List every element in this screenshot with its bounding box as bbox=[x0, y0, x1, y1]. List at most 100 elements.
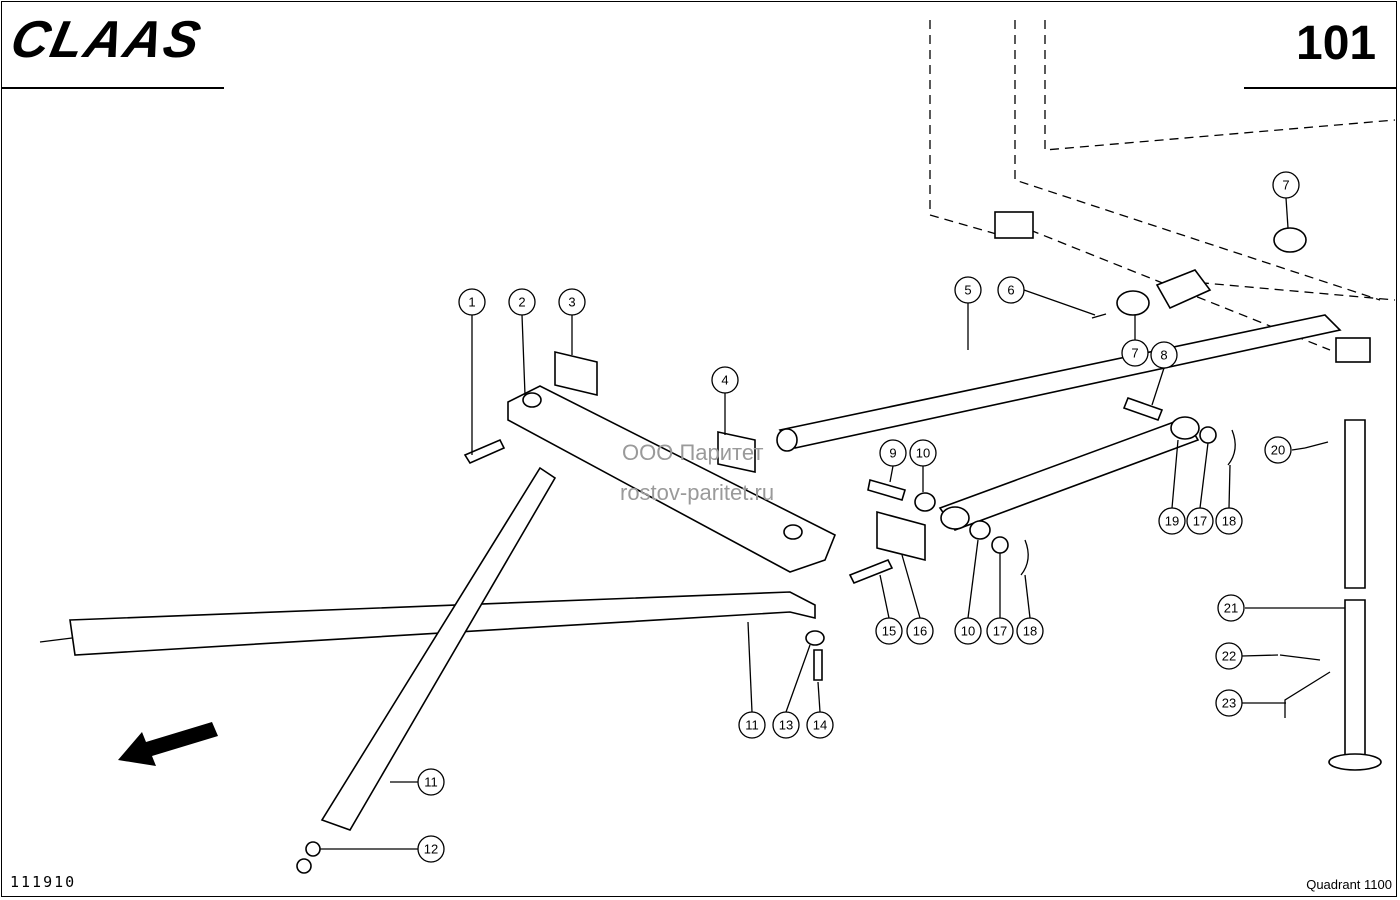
jack-stand-21-upper bbox=[1344, 419, 1366, 589]
nut-12-a bbox=[305, 841, 321, 857]
svg-text:22: 22 bbox=[1222, 649, 1236, 664]
drawbar-11-main bbox=[69, 591, 816, 656]
shaft-5-end bbox=[776, 428, 798, 452]
callout-23: 23 bbox=[1215, 689, 1243, 717]
callout-21: 21 bbox=[1217, 594, 1245, 622]
watermark-url: rostov-paritet.ru bbox=[620, 480, 775, 505]
clip-18-upper bbox=[1227, 429, 1236, 466]
svg-text:17: 17 bbox=[993, 624, 1007, 639]
callout-19: 19 bbox=[1158, 507, 1186, 535]
svg-text:10: 10 bbox=[916, 446, 930, 461]
svg-text:21: 21 bbox=[1224, 601, 1238, 616]
svg-text:8: 8 bbox=[1160, 348, 1167, 363]
clip-18-lower bbox=[1020, 539, 1029, 576]
svg-text:17: 17 bbox=[1193, 514, 1207, 529]
washer-17-upper bbox=[1199, 426, 1217, 444]
bolt-8 bbox=[1122, 396, 1164, 422]
svg-text:7: 7 bbox=[1131, 346, 1138, 361]
svg-text:23: 23 bbox=[1222, 696, 1236, 711]
plate-16 bbox=[876, 510, 926, 562]
svg-text:6: 6 bbox=[1007, 283, 1014, 298]
svg-text:7: 7 bbox=[1282, 178, 1289, 193]
machine-frame-outline bbox=[929, 20, 1396, 363]
svg-text:11: 11 bbox=[424, 775, 438, 790]
page-number: 101 bbox=[1296, 17, 1377, 70]
svg-text:5: 5 bbox=[964, 283, 971, 298]
header-rule-right bbox=[1244, 87, 1396, 89]
svg-text:18: 18 bbox=[1023, 624, 1037, 639]
travel-direction-arrow-icon bbox=[118, 722, 218, 766]
callout-2: 2 bbox=[508, 288, 536, 316]
crossbar-2-hole-left bbox=[522, 392, 542, 408]
callout-10-lower: 10 bbox=[954, 617, 982, 645]
frame-bracket-upper bbox=[994, 211, 1034, 239]
link-19-eye-left bbox=[940, 506, 970, 530]
callout-18-lower: 18 bbox=[1016, 617, 1044, 645]
svg-text:18: 18 bbox=[1222, 514, 1236, 529]
svg-text:10: 10 bbox=[961, 624, 975, 639]
callout-16: 16 bbox=[906, 617, 934, 645]
bushing-7-lower bbox=[1116, 290, 1150, 316]
washer-13 bbox=[805, 630, 825, 646]
bushing-7-upper bbox=[1273, 227, 1307, 253]
plate-3 bbox=[554, 350, 598, 397]
crossbar-2-hole-right bbox=[783, 524, 803, 540]
pin-20 bbox=[1304, 441, 1329, 449]
callout-14: 14 bbox=[806, 711, 834, 739]
bolt-1 bbox=[463, 438, 506, 465]
callout-18-upper: 18 bbox=[1215, 507, 1243, 535]
callout-17-lower: 17 bbox=[986, 617, 1014, 645]
frame-bracket-lower bbox=[1335, 337, 1371, 363]
drawbar-11-diagonal bbox=[320, 466, 557, 831]
link-19 bbox=[938, 417, 1200, 531]
callout-7-lower: 7 bbox=[1121, 339, 1149, 367]
callout-15: 15 bbox=[875, 617, 903, 645]
clip-22 bbox=[1279, 654, 1321, 661]
pin-6 bbox=[1091, 313, 1107, 319]
callout-8: 8 bbox=[1150, 341, 1178, 369]
svg-text:16: 16 bbox=[913, 624, 927, 639]
callout-5: 5 bbox=[954, 276, 982, 304]
washer-10-upper bbox=[914, 492, 936, 512]
callout-17-upper: 17 bbox=[1186, 507, 1214, 535]
svg-text:9: 9 bbox=[889, 446, 896, 461]
crank-23 bbox=[1284, 671, 1331, 718]
callout-7-upper: 7 bbox=[1272, 171, 1300, 199]
callout-10-upper: 10 bbox=[909, 439, 937, 467]
header-rule-left bbox=[2, 87, 224, 89]
svg-text:4: 4 bbox=[721, 373, 728, 388]
callout-9: 9 bbox=[879, 439, 907, 467]
bolt-14 bbox=[813, 649, 823, 681]
crossbar-2 bbox=[507, 385, 837, 573]
svg-text:14: 14 bbox=[813, 718, 827, 733]
svg-text:12: 12 bbox=[424, 842, 438, 857]
svg-text:19: 19 bbox=[1165, 514, 1179, 529]
washer-10-lower bbox=[969, 520, 991, 540]
callout-20: 20 bbox=[1264, 436, 1292, 464]
callout-4: 4 bbox=[711, 366, 739, 394]
watermark-company: ООО Паритет bbox=[622, 440, 764, 465]
link-19-eye-right bbox=[1170, 416, 1200, 440]
svg-text:2: 2 bbox=[518, 295, 525, 310]
svg-text:3: 3 bbox=[568, 295, 575, 310]
bolt-15 bbox=[848, 558, 894, 585]
callout-6: 6 bbox=[997, 276, 1025, 304]
callout-11-diagonal: 11 bbox=[417, 768, 445, 796]
svg-text:15: 15 bbox=[882, 624, 896, 639]
svg-text:11: 11 bbox=[745, 718, 759, 733]
bolt-9 bbox=[867, 478, 906, 501]
model-name: Quadrant 1100 bbox=[1306, 877, 1392, 892]
callout-11-main: 11 bbox=[738, 711, 766, 739]
washer-17-lower bbox=[991, 536, 1009, 554]
drawbar-11-thread bbox=[39, 637, 73, 643]
svg-text:13: 13 bbox=[779, 718, 793, 733]
svg-text:20: 20 bbox=[1271, 443, 1285, 458]
leader-lines bbox=[320, 197, 1345, 850]
drawing-number: 111910 bbox=[10, 873, 77, 891]
callout-13: 13 bbox=[772, 711, 800, 739]
jack-stand-21-lower bbox=[1344, 599, 1366, 761]
callout-12: 12 bbox=[417, 835, 445, 863]
